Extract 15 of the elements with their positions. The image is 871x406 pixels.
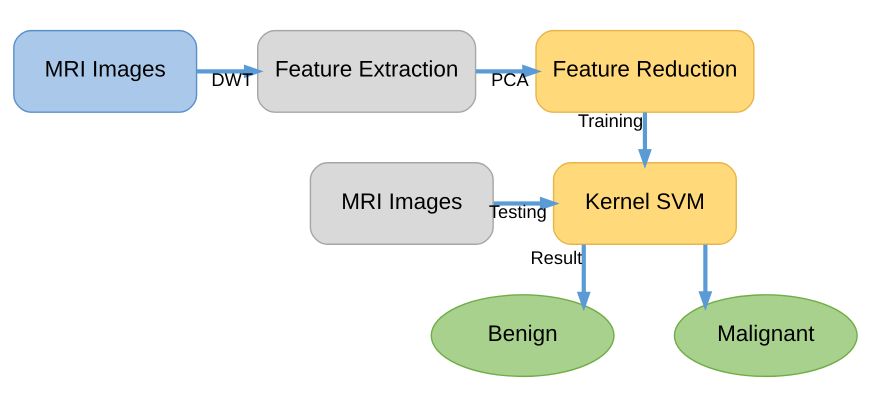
node-ellipse: Benign: [430, 294, 615, 377]
arrow: [576, 244, 591, 311]
arrow: [638, 112, 652, 168]
arrow: [698, 244, 712, 311]
node-box: Kernel SVM: [552, 162, 737, 244]
node-box: Feature Extraction: [257, 29, 476, 112]
arrow: [196, 64, 264, 78]
node-box: Feature Reduction: [535, 29, 755, 112]
edge-label: Result: [530, 246, 582, 268]
edge-label: DWT: [211, 68, 254, 90]
edge-label: PCA: [491, 68, 529, 90]
arrow: [494, 196, 560, 210]
node-box: MRI Images: [13, 29, 198, 112]
node-ellipse: Malignant: [674, 294, 858, 377]
arrow: [476, 64, 542, 78]
